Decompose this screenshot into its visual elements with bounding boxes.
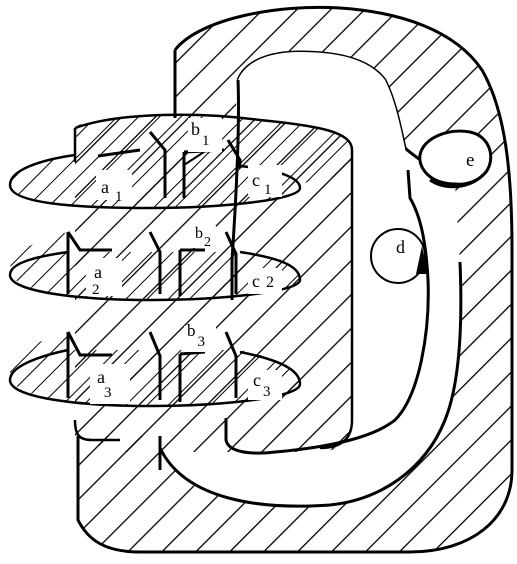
label-d: d [396, 237, 405, 257]
label-e: e [466, 150, 474, 171]
label-b2-bg [190, 226, 216, 248]
handle-e: e [420, 131, 491, 187]
